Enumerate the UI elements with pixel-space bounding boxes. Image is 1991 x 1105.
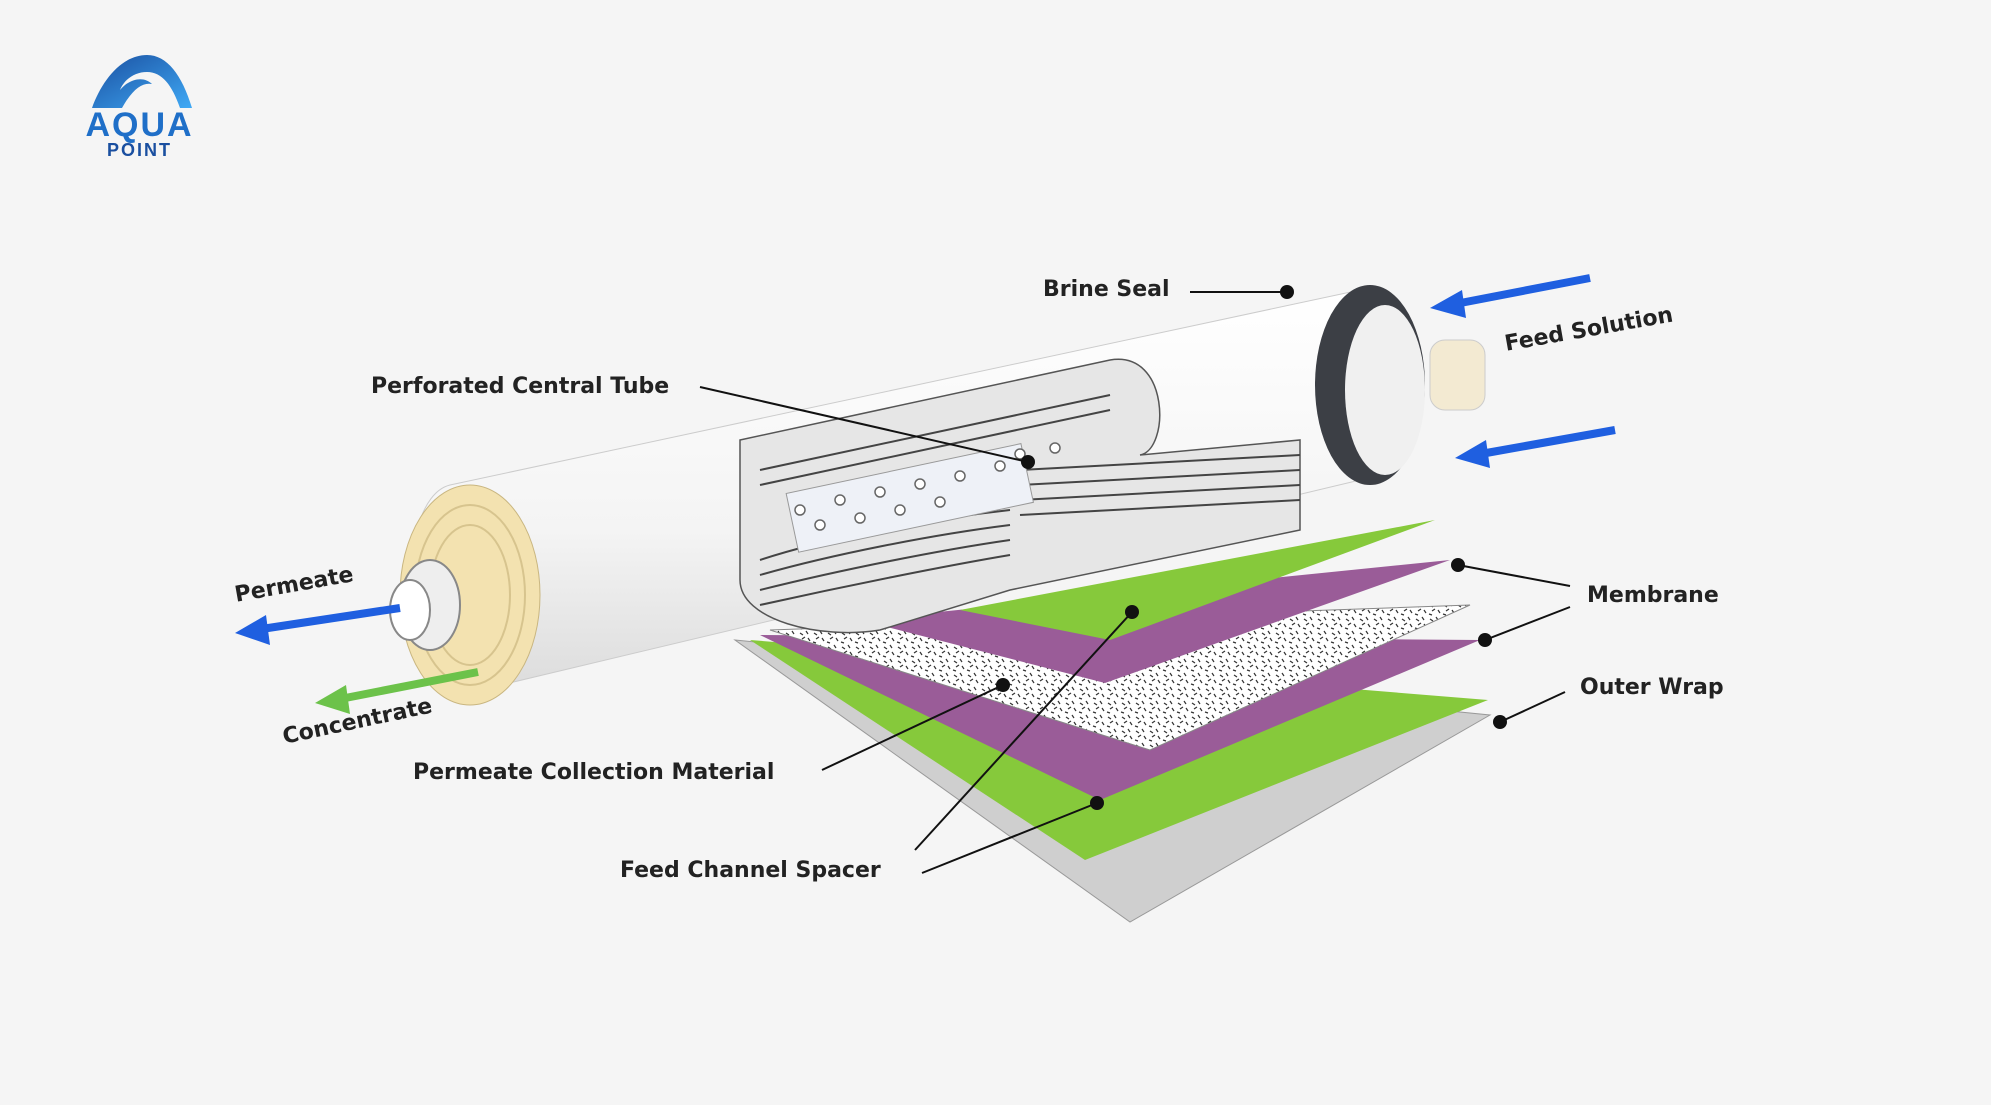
label-permeate-collection-material: Permeate Collection Material — [413, 760, 775, 785]
label-feed-channel-spacer: Feed Channel Spacer — [620, 858, 881, 883]
label-membrane: Membrane — [1587, 583, 1719, 608]
aqua-point-logo: AQUA POINT — [72, 50, 207, 165]
permeate-arrow — [235, 604, 401, 645]
feed-port — [1429, 339, 1486, 411]
leader-membrane-2 — [1484, 606, 1571, 641]
leader-collection — [821, 684, 1004, 771]
wave-icon — [92, 55, 192, 108]
leader-lines — [699, 285, 1571, 874]
leader-spacer-1 — [914, 611, 1133, 851]
tube-perforations — [794, 442, 1061, 531]
leader-membrane-1 — [1457, 564, 1571, 587]
concentrate-arrow — [315, 668, 479, 714]
label-outer-wrap: Outer Wrap — [1580, 675, 1724, 700]
logo-text-point: POINT — [106, 140, 172, 160]
feed-spacer-sheet-upper — [960, 520, 1435, 640]
leader-outer-wrap — [1499, 691, 1566, 723]
label-perforated-central-tube: Perforated Central Tube — [371, 374, 670, 399]
feed-arrow-upper — [1430, 274, 1591, 318]
feed-arrow-lower — [1455, 426, 1616, 468]
leader-central-tube — [699, 386, 1035, 469]
perforated-central-tube — [785, 443, 1034, 553]
label-brine-seal: Brine Seal — [1043, 277, 1170, 302]
logo-text-aqua: AQUA — [85, 106, 194, 144]
brine-seal-inner — [1345, 305, 1425, 475]
leader-spacer-2 — [921, 802, 1098, 874]
